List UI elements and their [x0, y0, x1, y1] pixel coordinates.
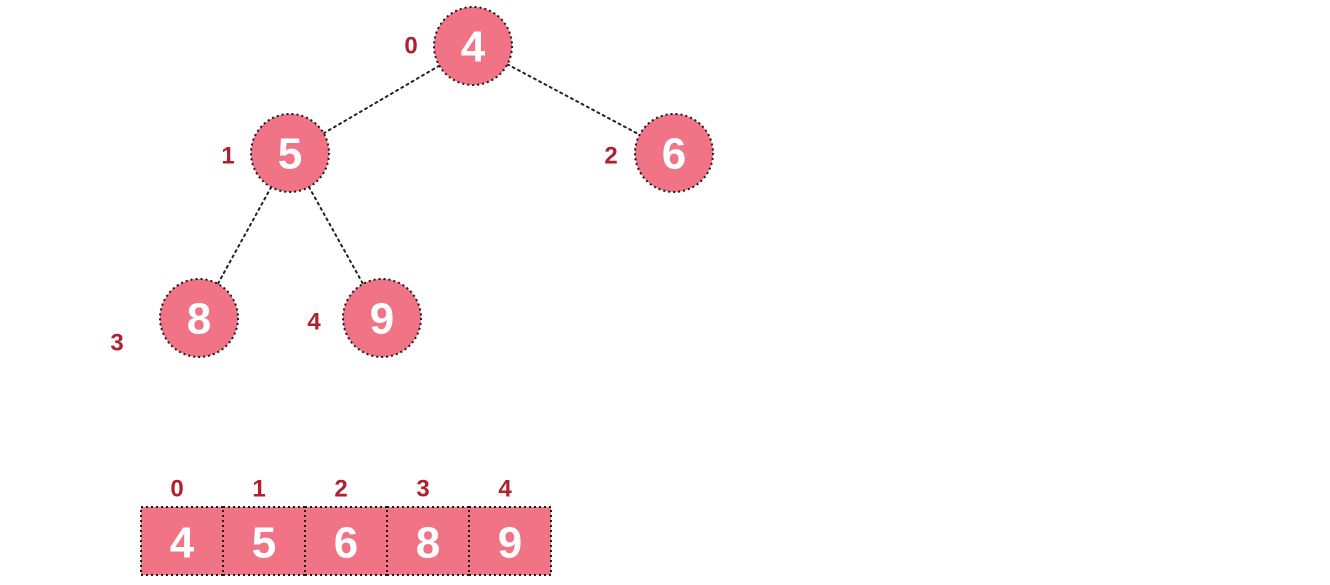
array-cell-box: [304, 506, 388, 576]
tree-node-circle: [159, 278, 239, 358]
array-cell-value: 8: [416, 519, 440, 568]
tree-edge-1-4: [307, 186, 365, 285]
tree-node-value: 8: [187, 295, 211, 344]
tree-node-circle: [342, 278, 422, 358]
array-cell-index-label: 2: [334, 476, 347, 503]
array-cell-box: [386, 506, 470, 576]
tree-node-value: 5: [278, 130, 302, 179]
tree-edge-0-2: [506, 63, 641, 136]
tree-node-index-label: 3: [110, 330, 123, 357]
array-cell-index-label: 1: [252, 476, 265, 503]
tree-node: 51: [221, 113, 330, 193]
tree-edges: [216, 63, 641, 285]
tree-node: 94: [307, 278, 422, 358]
array-cell: 62: [304, 476, 388, 576]
array-cell-box: [222, 506, 306, 576]
array-cell: 51: [222, 476, 306, 576]
tree-node-circle: [250, 113, 330, 193]
tree-edge-1-3: [216, 186, 273, 285]
tree-edge-0-1: [322, 64, 441, 135]
tree-node-value: 4: [461, 23, 486, 72]
tree-node-value: 6: [662, 130, 686, 179]
array-cell-value: 4: [170, 519, 195, 568]
tree-node: 62: [604, 113, 714, 193]
tree-node: 83: [110, 278, 239, 358]
array-cell: 83: [386, 476, 470, 576]
array-cell-index-label: 0: [170, 476, 183, 503]
array-cell-value: 5: [252, 519, 276, 568]
array-cell-box: [468, 506, 552, 576]
tree-node: 40: [404, 6, 513, 86]
tree-node-index-label: 4: [307, 309, 321, 336]
array-cell: 40: [140, 476, 224, 576]
array-cell-index-label: 4: [498, 476, 512, 503]
tree-node-value: 9: [370, 295, 394, 344]
array-cell-value: 9: [498, 519, 522, 568]
tree-node-circle: [634, 113, 714, 193]
tree-node-index-label: 1: [221, 143, 234, 170]
array-cell: 94: [468, 476, 552, 576]
tree-node-circle: [433, 6, 513, 86]
array-cell-value: 6: [334, 519, 358, 568]
tree-node-index-label: 2: [604, 143, 617, 170]
tree-node-index-label: 0: [404, 33, 417, 60]
array-cell-index-label: 3: [416, 476, 429, 503]
